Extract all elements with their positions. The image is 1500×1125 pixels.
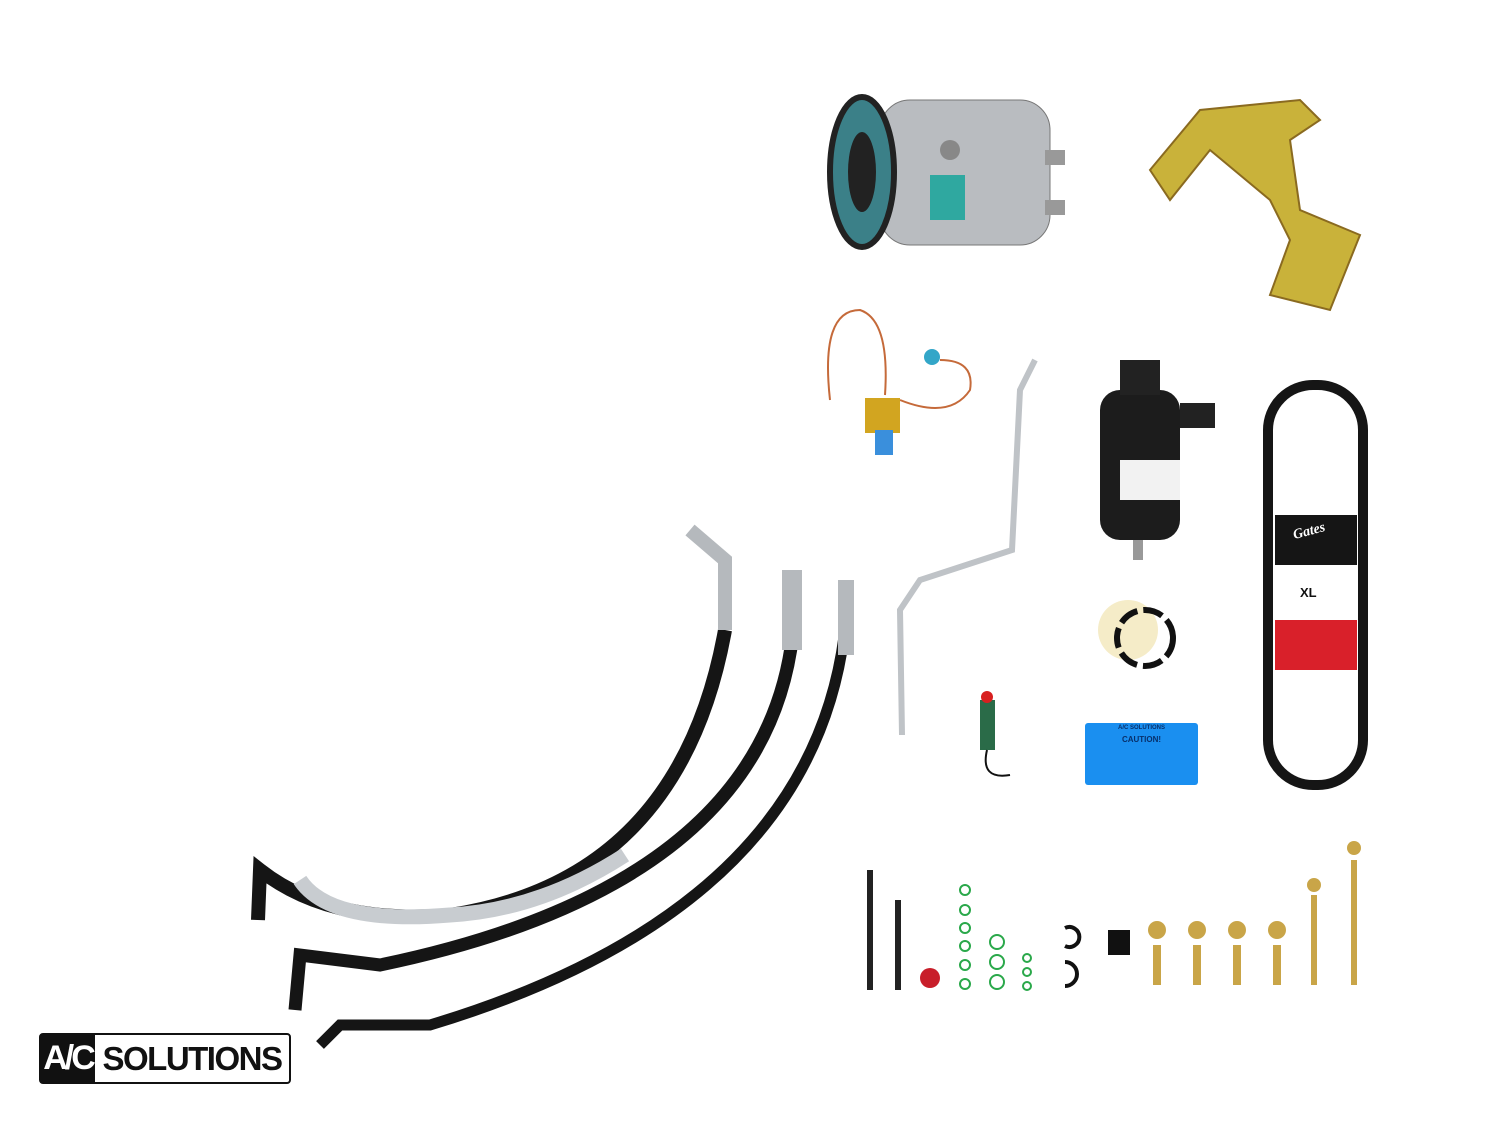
discharge-hose: [251, 628, 732, 924]
logo-mark: A/C: [41, 1035, 96, 1082]
liquid-line: [896, 358, 1038, 736]
caution-title: CAUTION!: [1121, 735, 1162, 744]
caution-header: A/C SOLUTIONS: [1117, 725, 1165, 731]
brand-logo: A/C SOLUTIONS: [39, 1033, 291, 1084]
caution-label: A/C SOLUTIONS CAUTION!: [1085, 723, 1198, 785]
insulation-tape: [1098, 600, 1176, 669]
liquid-hose: [316, 579, 854, 1049]
expansion-valve: [827, 308, 972, 455]
logo-word: SOLUTIONS: [102, 1039, 283, 1077]
receiver-drier: [1100, 360, 1215, 560]
binary-switch: [980, 691, 1011, 777]
belt-size: XL: [1300, 585, 1317, 600]
suction-hose: [288, 599, 802, 1011]
mounting-bracket: [1148, 98, 1362, 312]
drive-belt: [1263, 380, 1368, 790]
hardware-kit: [867, 841, 1361, 991]
compressor: [827, 94, 1065, 250]
